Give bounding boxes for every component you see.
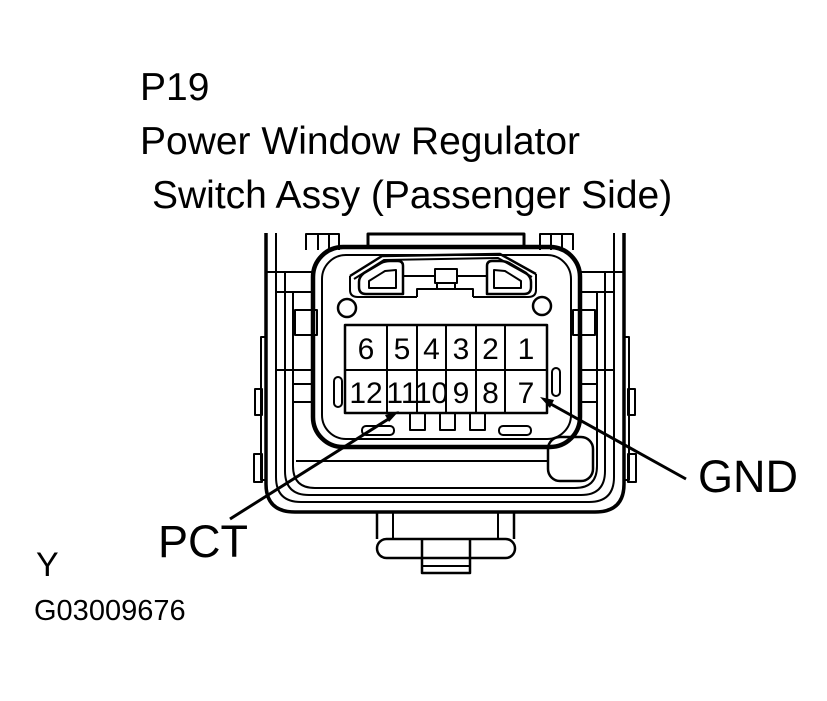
keying-slot-3 xyxy=(469,412,486,431)
pin-8: 8 xyxy=(482,377,499,410)
pin-grid: 6 5 4 3 2 1 12 11 10 9 8 7 xyxy=(343,323,549,415)
leader-pct xyxy=(229,411,399,521)
foot-neck-outer xyxy=(375,512,516,539)
arrowhead-pct-icon xyxy=(385,411,399,422)
keying-slot-1 xyxy=(409,412,426,431)
body-outline-3 xyxy=(284,272,606,496)
pin-7: 7 xyxy=(518,377,535,410)
right-bump-lower xyxy=(627,453,637,483)
pin-2: 2 xyxy=(482,333,499,366)
pin-1: 1 xyxy=(518,333,535,366)
top-tab-center xyxy=(366,232,526,248)
keying-slot-2 xyxy=(439,412,456,431)
foot-bar xyxy=(375,537,517,560)
left-rails xyxy=(276,291,313,403)
top-tab-left xyxy=(305,233,340,250)
gnd-label: GND xyxy=(698,451,798,502)
latch-pocket-right-outer xyxy=(485,259,533,296)
shroud-outer xyxy=(310,244,583,450)
bottom-slot-right xyxy=(498,425,532,436)
latch-right-wall xyxy=(473,274,537,298)
leader-line-pct xyxy=(229,416,391,521)
diagram-title: P19 Power Window Regulator Switch Assy (… xyxy=(140,61,672,223)
left-bump-upper xyxy=(254,388,263,416)
figure-id: G03009676 xyxy=(34,595,186,627)
guide-hole-right xyxy=(531,295,553,317)
connector-name-line1: Power Window Regulator xyxy=(140,120,581,163)
leader-gnd xyxy=(540,397,687,481)
latch xyxy=(349,252,537,298)
pct-label: PCT xyxy=(158,516,248,567)
connector-code: P19 xyxy=(140,66,210,109)
pin-12: 12 xyxy=(349,377,382,410)
side-slot-left xyxy=(333,376,343,408)
arrowhead-gnd-icon xyxy=(540,397,554,408)
leader-line-gnd xyxy=(548,401,687,481)
pin-10: 10 xyxy=(415,377,448,410)
revision-mark: Y xyxy=(36,546,59,584)
foot-center-block xyxy=(420,539,472,575)
pin-5: 5 xyxy=(394,333,411,366)
pin-6: 6 xyxy=(358,333,375,366)
foot-neck-inner xyxy=(392,512,499,539)
pin-9: 9 xyxy=(453,377,470,410)
connector-body xyxy=(253,232,637,514)
latch-pocket-left-outer xyxy=(357,259,405,296)
connector-name-line2: Switch Assy (Passenger Side) xyxy=(152,174,673,217)
guide-hole-left xyxy=(336,297,358,319)
latch-channel xyxy=(404,275,486,297)
right-rails xyxy=(580,291,614,403)
pin-grid-column-dividers xyxy=(386,325,506,413)
body-outline-2 xyxy=(275,233,615,503)
mounting-foot xyxy=(375,512,517,575)
side-slot-right xyxy=(551,367,561,397)
pin-3: 3 xyxy=(453,333,470,366)
pin-4: 4 xyxy=(423,333,440,366)
corner-recess xyxy=(546,435,595,483)
latch-pocket-right-inner xyxy=(493,269,522,289)
latch-left-wall xyxy=(349,276,417,298)
latch-pocket-left-inner xyxy=(368,269,397,289)
left-bump-lower xyxy=(253,453,263,483)
right-notch xyxy=(572,309,596,336)
latch-roof-outer xyxy=(349,252,537,278)
right-bump-upper xyxy=(627,388,636,416)
left-notch xyxy=(294,309,318,336)
body-outline-4 xyxy=(292,292,598,489)
pin-11: 11 xyxy=(386,377,417,410)
latch-center-tab xyxy=(434,268,458,284)
